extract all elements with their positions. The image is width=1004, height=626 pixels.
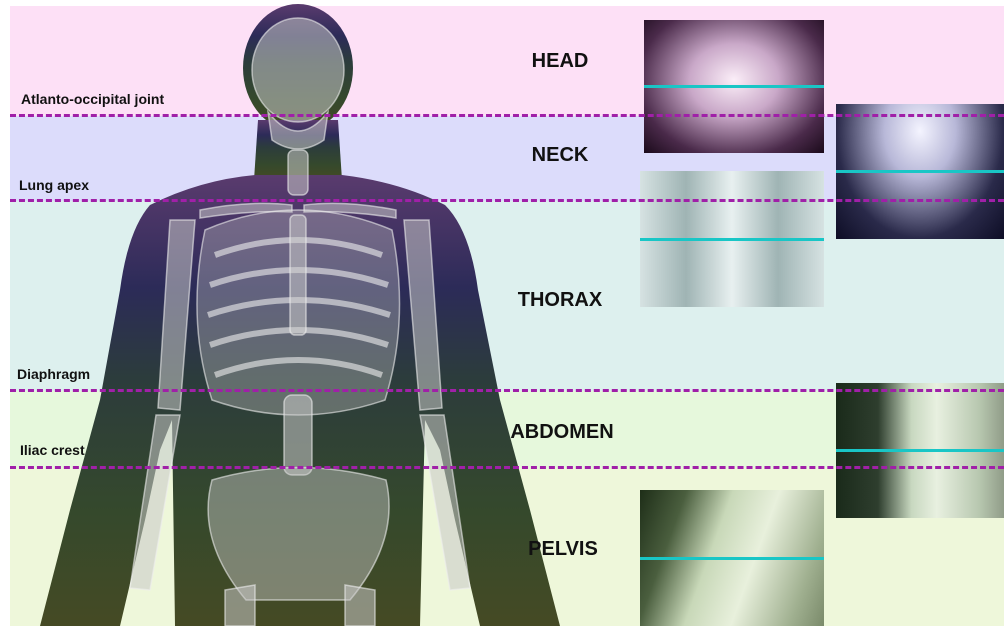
neck-scan-line xyxy=(836,170,1004,173)
pelvis-scan-line xyxy=(640,557,824,560)
abdomen-scan-line xyxy=(836,449,1004,452)
neck-xray xyxy=(836,104,1004,239)
region-thorax: THORAX xyxy=(485,289,635,312)
head-scan-line xyxy=(644,85,824,88)
lung-apex-line xyxy=(10,199,1004,202)
abdomen-xray xyxy=(836,383,1004,518)
thorax-xray xyxy=(640,171,824,307)
iliac-crest-line xyxy=(10,466,1004,469)
atlanto-occipital-line xyxy=(10,114,1004,117)
region-pelvis: PELVIS xyxy=(488,538,638,561)
landmark-iliac-crest: Iliac crest xyxy=(20,442,85,458)
region-neck: NECK xyxy=(485,144,635,167)
diaphragm-line xyxy=(10,389,1004,392)
landmark-atlanto-occipital: Atlanto-occipital joint xyxy=(21,91,164,107)
landmark-diaphragm: Diaphragm xyxy=(17,366,90,382)
region-abdomen: ABDOMEN xyxy=(487,421,637,444)
region-head: HEAD xyxy=(485,50,635,73)
pelvis-xray xyxy=(640,490,824,626)
thorax-scan-line xyxy=(640,238,824,241)
landmark-lung-apex: Lung apex xyxy=(19,177,89,193)
head-xray xyxy=(644,20,824,153)
